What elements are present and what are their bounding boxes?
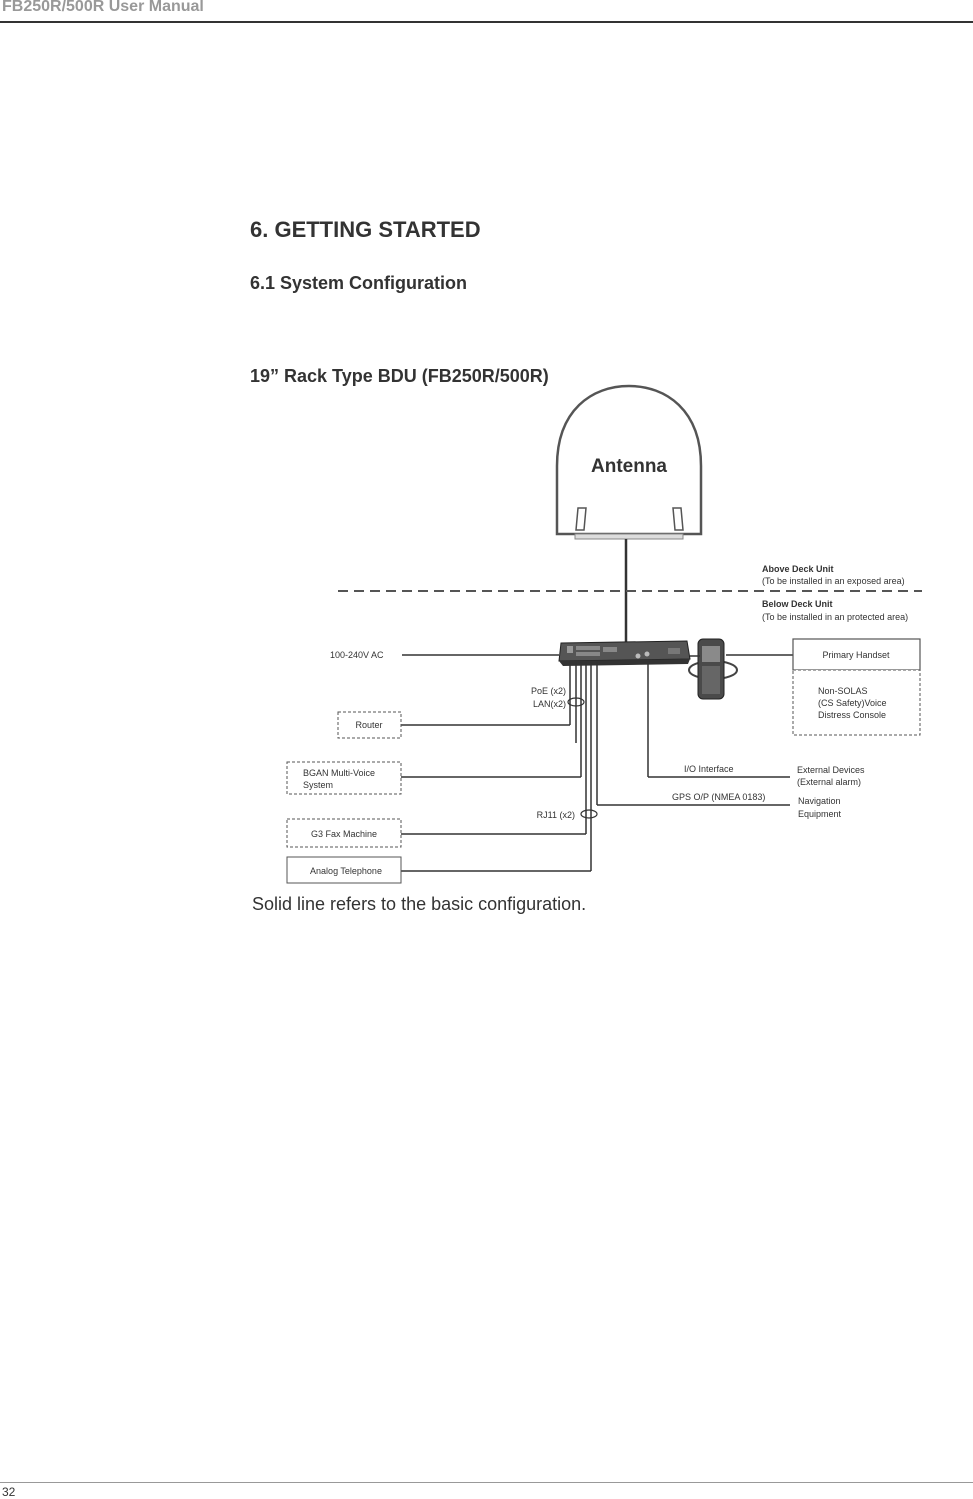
figure-caption: Solid line refers to the basic configura…	[252, 894, 587, 914]
below-deck-title: Below Deck Unit	[762, 599, 833, 609]
above-deck-note: (To be installed in an exposed area)	[762, 576, 905, 586]
below-deck-note: (To be installed in an protected area)	[762, 612, 908, 622]
external-devices-line1: External Devices	[797, 765, 865, 775]
distress-label-line3: Distress Console	[818, 710, 886, 720]
antenna-label: Antenna	[591, 456, 667, 477]
distress-label-line1: Non-SOLAS	[818, 686, 868, 696]
bdu-rack-unit	[558, 640, 691, 666]
handset-device	[688, 638, 738, 700]
primary-handset-box	[792, 638, 921, 671]
rj11-label: RJ11 (x2)	[537, 810, 575, 820]
section-title: 6.1 System Configuration	[250, 273, 468, 293]
above-deck-title: Above Deck Unit	[762, 564, 834, 574]
distress-label-line2: (CS Safety)Voice	[818, 698, 887, 708]
external-devices-line2: (External alarm)	[797, 777, 861, 787]
poe-label: PoE (x2)	[531, 686, 566, 696]
navigation-line1: Navigation	[798, 796, 841, 806]
distress-console-box	[792, 669, 921, 736]
io-interface-label: I/O Interface	[684, 764, 734, 774]
page-number: 32	[2, 1485, 16, 1499]
bgan-box	[286, 761, 402, 795]
power-label: 100-240V AC	[330, 650, 384, 660]
rj11-bundle-marker	[580, 809, 598, 819]
router-box	[337, 711, 402, 739]
chapter-title: 6. GETTING STARTED	[250, 217, 481, 242]
figure-title: 19” Rack Type BDU (FB250R/500R)	[250, 366, 549, 386]
telephone-box	[286, 856, 402, 884]
telephone-label: Analog Telephone	[310, 866, 382, 876]
fax-label: G3 Fax Machine	[311, 829, 377, 839]
header-title: FB250R/500R User Manual	[2, 0, 204, 15]
antenna	[555, 384, 703, 540]
lan-label: LAN(x2)	[533, 699, 566, 709]
bgan-label-line2: System	[303, 780, 333, 790]
poe-lan-bundle-marker	[567, 697, 585, 707]
footer-rule	[0, 1482, 973, 1483]
router-label: Router	[355, 720, 382, 730]
fax-box	[286, 818, 402, 848]
header-rule	[0, 21, 973, 23]
bgan-label-line1: BGAN Multi-Voice	[303, 768, 375, 778]
navigation-line2: Equipment	[798, 809, 842, 819]
primary-handset-label: Primary Handset	[822, 650, 890, 660]
gps-output-label: GPS O/P (NMEA 0183)	[672, 792, 765, 802]
